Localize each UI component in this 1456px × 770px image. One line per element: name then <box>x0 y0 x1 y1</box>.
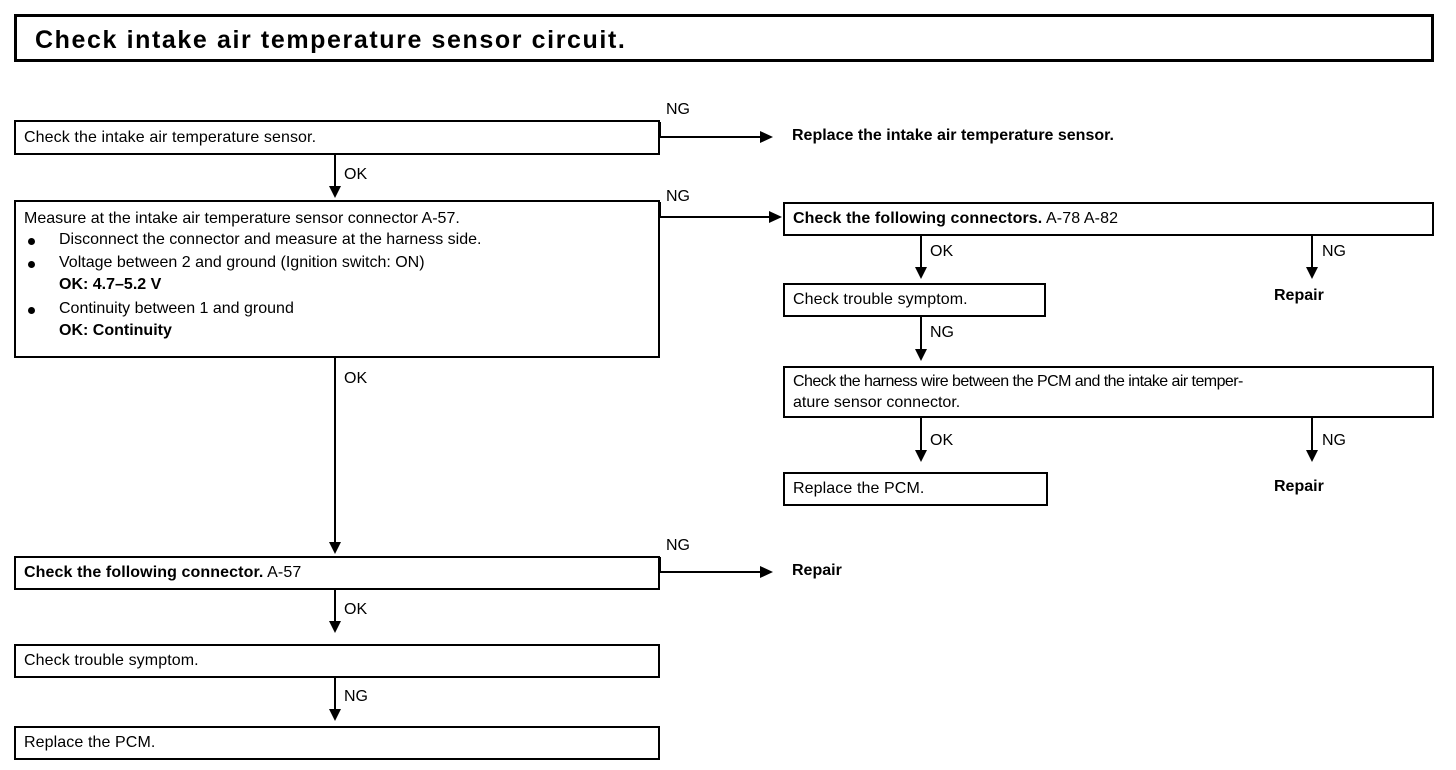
measure-bullet-3: Continuity between 1 and ground <box>59 300 294 317</box>
step-check-trouble-symptom-left: Check trouble symptom. <box>14 644 660 678</box>
step-check-following-connector: Check the following connector. A-57 <box>14 556 660 590</box>
edge-label-ng-r2: NG <box>930 324 954 341</box>
edge-label-ng-r3: NG <box>1322 432 1346 449</box>
edge-label-ok-2: OK <box>344 370 368 387</box>
branch-line-ng-2-h <box>659 216 771 218</box>
measure-bullet-2-ok: OK: 4.7–5.2 V <box>59 276 162 293</box>
terminal-repair-right-bottom: Repair <box>1274 478 1324 495</box>
edge-label-ok-1: OK <box>344 166 368 183</box>
step-label: Check the intake air temperature sensor. <box>24 128 317 146</box>
terminal-repair-left: Repair <box>792 562 842 579</box>
branch-line-ng-r1 <box>1311 236 1313 268</box>
edge-label-ng-3: NG <box>666 537 690 554</box>
branch-line-ng-3 <box>659 557 661 573</box>
step-measure-at-connector: Measure at the intake air temperature se… <box>14 200 660 358</box>
edge-label-ng-2: NG <box>666 188 690 205</box>
edge-label-ok-3: OK <box>344 601 368 618</box>
arrow-ok-3 <box>329 621 341 633</box>
flow-line-ok-3 <box>334 590 336 622</box>
step-check-harness-wire: Check the harness wire between the PCM a… <box>783 366 1434 418</box>
arrow-ng-r1 <box>1306 267 1318 279</box>
right-connectors-ref: A-78 A-82 <box>1046 210 1119 227</box>
flow-line-ok-r1 <box>920 236 922 268</box>
edge-label-ok-r1: OK <box>930 243 954 260</box>
branch-line-ng-1 <box>659 122 661 138</box>
measure-heading: Measure at the intake air temperature se… <box>24 210 460 227</box>
measure-bullet-1: Disconnect the connector and measure at … <box>59 231 482 248</box>
step-replace-pcm-right: Replace the PCM. <box>783 472 1048 506</box>
left-connector-ref: A-57 <box>267 564 302 581</box>
harness-line-2: ature sensor connector. <box>793 394 961 411</box>
harness-line-1: Check the harness wire between the PCM a… <box>793 373 1243 390</box>
flow-line-ok-2 <box>334 358 336 544</box>
arrow-ng-4 <box>329 709 341 721</box>
arrow-ok-r3 <box>915 450 927 462</box>
terminal-repair-right-top: Repair <box>1274 287 1324 304</box>
arrow-ng-3 <box>760 566 773 578</box>
arrow-ng-r2 <box>915 349 927 361</box>
step-replace-pcm-left: Replace the PCM. <box>14 726 660 760</box>
step-check-following-connectors: Check the following connectors. A-78 A-8… <box>783 202 1434 236</box>
arrow-ok-1 <box>329 186 341 198</box>
arrow-ng-2 <box>769 211 782 223</box>
flow-line-ok-1 <box>334 155 336 187</box>
flow-line-ok-r3 <box>920 418 922 451</box>
bullet-dot-icon <box>28 238 35 245</box>
branch-line-ng-1-h <box>659 136 763 138</box>
edge-label-ng-r1: NG <box>1322 243 1346 260</box>
arrow-ng-1 <box>760 131 773 143</box>
flow-line-ng-4 <box>334 678 336 710</box>
right-pcm-label: Replace the PCM. <box>793 480 925 497</box>
edge-label-ok-r3: OK <box>930 432 954 449</box>
right-connectors-label: Check the following connectors. A-78 A-8… <box>793 210 1118 228</box>
branch-line-ng-2 <box>659 202 661 218</box>
arrow-ok-r1 <box>915 267 927 279</box>
left-connector-label: Check the following connector. A-57 <box>24 564 301 582</box>
edge-label-ng-1: NG <box>666 101 690 118</box>
measure-bullet-3-ok: OK: Continuity <box>59 322 172 339</box>
flow-line-ng-r2 <box>920 317 922 350</box>
edge-label-ng-4: NG <box>344 688 368 705</box>
right-trouble-label: Check trouble symptom. <box>793 291 968 308</box>
arrow-ng-r3 <box>1306 450 1318 462</box>
bullet-dot-icon <box>28 261 35 268</box>
left-pcm-label: Replace the PCM. <box>24 734 156 751</box>
step-check-trouble-symptom-right: Check trouble symptom. <box>783 283 1046 317</box>
right-connectors-label-bold: Check the following connectors. <box>793 210 1043 227</box>
page-title: Check intake air temperature sensor circ… <box>35 26 627 54</box>
left-connector-label-bold: Check the following connector. <box>24 564 264 581</box>
arrow-ok-2 <box>329 542 341 554</box>
branch-line-ng-3-h <box>659 571 763 573</box>
branch-line-ng-r3 <box>1311 418 1313 451</box>
measure-bullet-2: Voltage between 2 and ground (Ignition s… <box>59 254 425 271</box>
diagram-title-box: Check intake air temperature sensor circ… <box>14 14 1434 62</box>
step-check-intake-air-temperature-sensor: Check the intake air temperature sensor. <box>14 120 660 155</box>
left-trouble-label: Check trouble symptom. <box>24 652 199 669</box>
terminal-replace-sensor: Replace the intake air temperature senso… <box>792 127 1114 144</box>
bullet-dot-icon <box>28 307 35 314</box>
